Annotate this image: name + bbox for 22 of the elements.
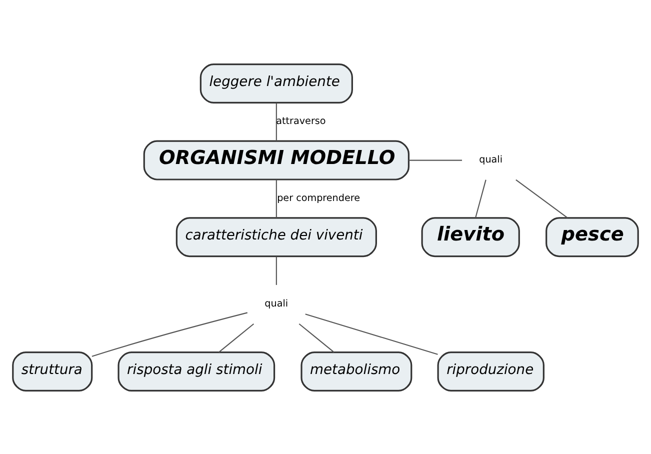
node-box: metabolismo <box>300 351 412 392</box>
node-box: lievito <box>421 216 520 257</box>
connector <box>218 322 254 352</box>
node-box: caratteristiche dei viventi <box>176 216 377 257</box>
node-text: quali <box>479 154 503 166</box>
connector <box>305 313 438 354</box>
node-box: risposta agli stimoli <box>118 351 276 392</box>
node-box: riproduzione <box>437 351 544 392</box>
node-box: struttura <box>12 351 93 392</box>
connector <box>92 312 248 356</box>
node-text: quali <box>264 298 288 310</box>
connector <box>276 179 277 218</box>
connector <box>516 178 568 218</box>
connector <box>475 179 486 218</box>
connector <box>298 322 334 352</box>
connector <box>408 159 462 160</box>
connector <box>276 256 277 284</box>
connector <box>276 102 277 140</box>
edge-label: per comprendere <box>277 192 360 204</box>
node-box: pesce <box>546 216 639 257</box>
node-box: leggere l'ambiente <box>200 62 353 103</box>
node-box: ORGANISMI MODELLO <box>143 140 410 180</box>
